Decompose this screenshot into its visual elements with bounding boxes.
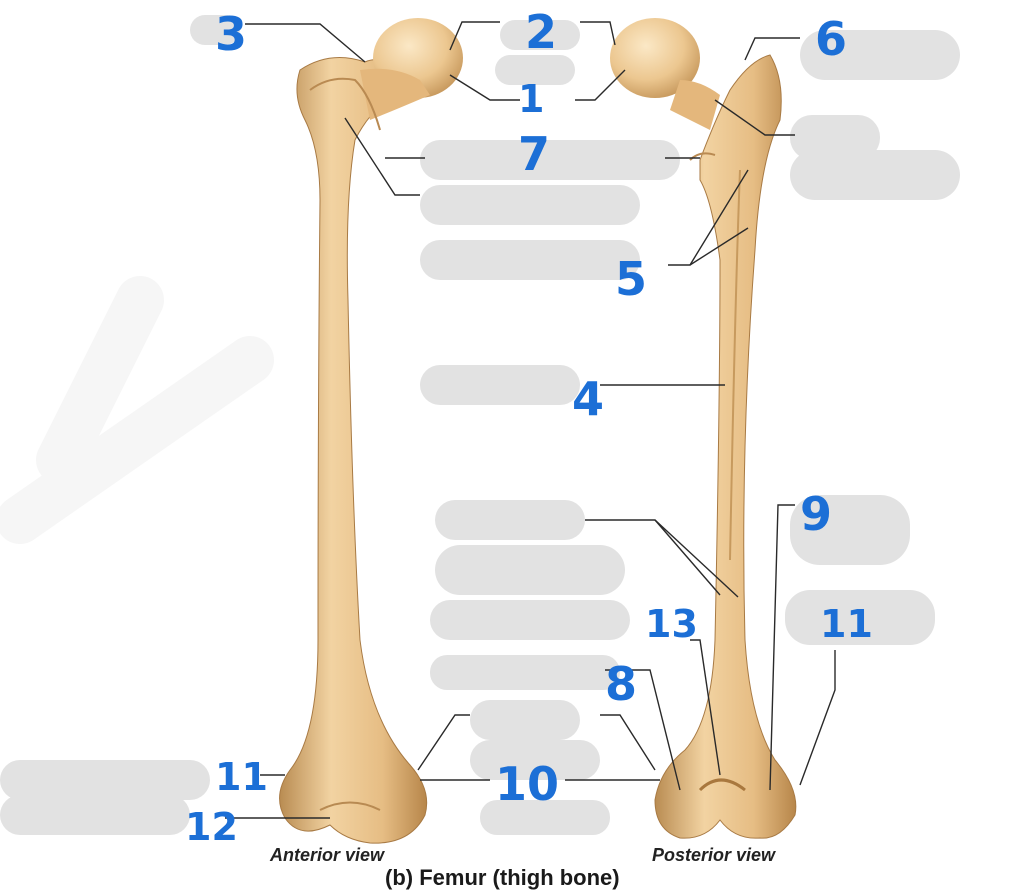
label-4: 4 [572, 372, 604, 426]
label-12: 12 [185, 805, 238, 849]
label-13: 13 [645, 602, 698, 646]
anterior-view-label: Anterior view [269, 845, 385, 865]
label-10: 10 [495, 757, 559, 811]
posterior-femur [610, 18, 797, 839]
leader-lines [225, 21, 836, 819]
handwritten-labels: 3 2 1 6 7 5 4 9 13 11 8 10 11 12 [185, 5, 873, 849]
label-11-left: 11 [215, 755, 268, 799]
redaction-blurs [0, 15, 960, 835]
label-2: 2 [525, 5, 557, 59]
label-1: 1 [518, 77, 544, 121]
anterior-femur [279, 18, 463, 844]
label-9: 9 [800, 487, 832, 541]
label-5: 5 [615, 252, 647, 306]
label-6: 6 [815, 12, 847, 66]
posterior-view-label: Posterior view [652, 845, 776, 865]
label-7: 7 [518, 127, 550, 181]
label-11-right: 11 [820, 602, 873, 646]
label-3: 3 [215, 7, 247, 61]
figure-caption: (b) Femur (thigh bone) [385, 865, 620, 890]
background-strokes [0, 276, 274, 544]
label-8: 8 [605, 657, 637, 711]
